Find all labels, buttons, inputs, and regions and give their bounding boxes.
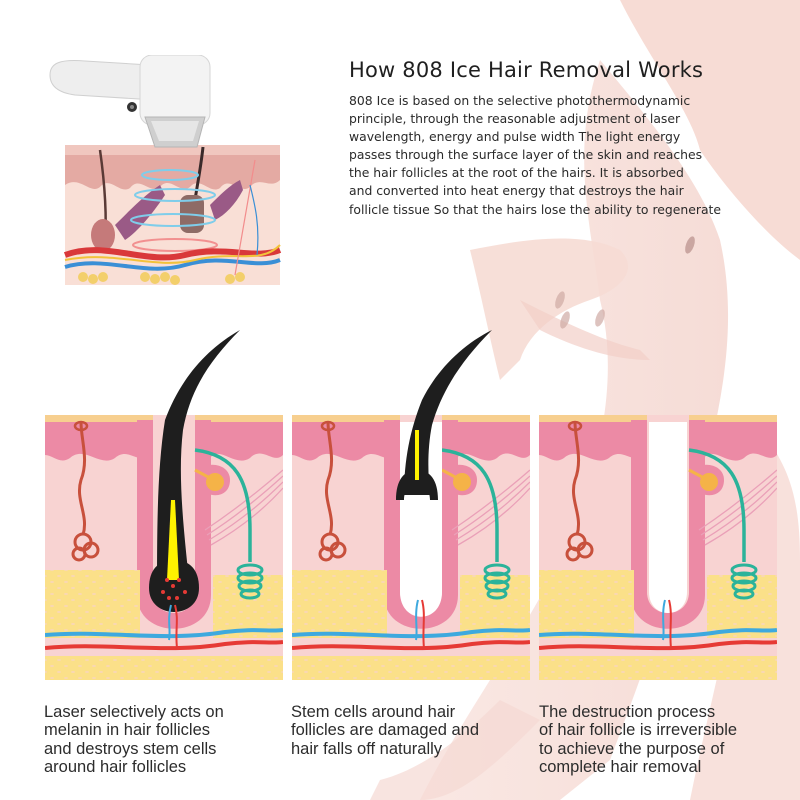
description-line: 808 Ice is based on the selective photot… <box>349 93 691 108</box>
caption-line: The destruction process <box>539 703 716 721</box>
stage-1-caption: Laser selectively acts on melanin in hai… <box>44 703 284 777</box>
caption-line: follicles are damaged and <box>291 721 480 740</box>
page-title: How 808 Ice Hair Removal Works <box>349 58 704 82</box>
caption-line: Stem cells around hair <box>291 703 456 721</box>
stage-2-caption: Stem cells around hair follicles are dam… <box>291 703 531 758</box>
description-line: follicle tissue So that the hairs lose t… <box>349 201 722 217</box>
laser-device-skin-illustration <box>49 55 282 285</box>
caption-line: Laser selectively acts on <box>44 703 224 721</box>
description-line: the hair follicles at the root of the ha… <box>349 165 684 181</box>
caption-line: melanin in hair follicles <box>44 721 210 740</box>
caption-line: complete hair removal <box>539 758 702 777</box>
stage-3-illustration <box>539 330 777 680</box>
caption-line: hair falls off naturally <box>291 739 443 758</box>
description-line: principle, through the reasonable adjust… <box>349 111 681 127</box>
caption-line: to achieve the purpose of <box>539 739 725 758</box>
description-line: passes through the surface layer of the … <box>349 147 703 163</box>
description-line: and converted into heat energy that dest… <box>349 183 684 199</box>
description-line: wavelength, energy and pulse width The l… <box>349 129 681 145</box>
stage-1-illustration <box>45 330 283 680</box>
description-text: 808 Ice is based on the selective photot… <box>349 92 769 219</box>
stage-3-caption: The destruction process of hair follicle… <box>539 703 789 777</box>
caption-line: and destroys stem cells <box>44 739 217 758</box>
caption-line: around hair follicles <box>44 758 187 777</box>
caption-line: of hair follicle is irreversible <box>539 721 738 740</box>
stage-2-illustration <box>292 330 530 680</box>
